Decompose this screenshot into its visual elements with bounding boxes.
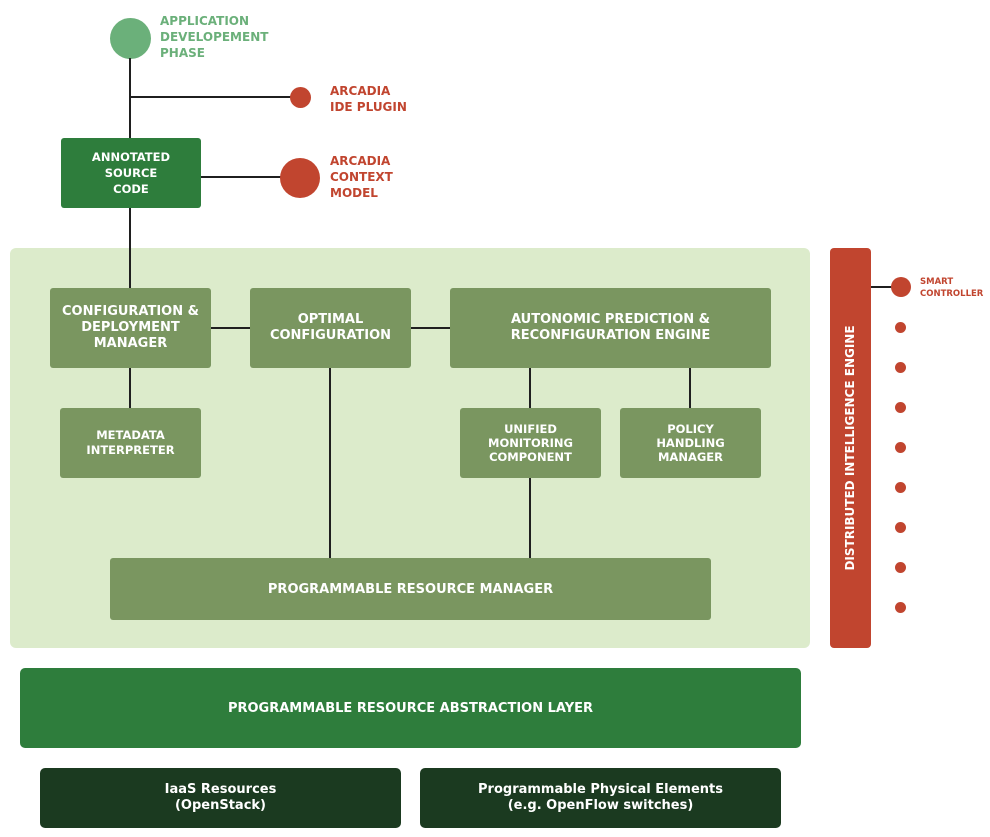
distributed-engine-label: DISTRIBUTED INTELLIGENCE ENGINE [843,325,857,571]
context-model-label: ARCADIA CONTEXT MODEL [330,154,393,200]
connector-optimal-to-autonomic [410,327,450,329]
connector-phase-to-source [129,58,131,140]
iaas-resources-box: IaaS Resources (OpenStack) [40,768,401,828]
connector-config-to-optimal [210,327,250,329]
physical-elements-box: Programmable Physical Elements (e.g. Ope… [420,768,781,828]
connector-autonomic-to-policy [689,367,691,409]
annotated-source-code-label: ANNOTATED SOURCE CODE [91,150,171,196]
connector-to-context-model [201,176,285,178]
unified-monitoring-box: UNIFIED MONITORING COMPONENT [460,408,601,478]
optimal-configuration-label: OPTIMAL CONFIGURATION [269,312,392,343]
distributed-engine-bar [830,248,871,648]
connector-optimal-to-resource-manager [329,367,331,559]
optimal-configuration-box: OPTIMAL CONFIGURATION [250,288,411,368]
controller-dot [895,322,906,333]
smart-controller-dot [891,277,911,297]
autonomic-engine-label: AUTONOMIC PREDICTION & RECONFIGURATION E… [510,312,711,343]
connector-monitoring-to-resource-manager [529,477,531,559]
abstraction-layer-label: PROGRAMMABLE RESOURCE ABSTRACTION LAYER [227,700,594,716]
controller-dot [895,522,906,533]
physical-elements-label: Programmable Physical Elements (e.g. Ope… [478,782,723,813]
metadata-interpreter-box: METADATA INTERPRETER [60,408,201,478]
controller-dot [895,442,906,453]
connector-autonomic-to-monitoring [529,367,531,409]
controller-dot [895,562,906,573]
application-phase-circle [110,18,151,59]
ide-plugin-label: ARCADIA IDE PLUGIN [330,84,407,114]
autonomic-engine-box: AUTONOMIC PREDICTION & RECONFIGURATION E… [450,288,771,368]
ide-plugin-dot [290,87,311,108]
unified-monitoring-label: UNIFIED MONITORING COMPONENT [488,422,573,464]
policy-handling-box: POLICY HANDLING MANAGER [620,408,761,478]
config-deploy-manager-label: CONFIGURATION & DEPLOYMENT MANAGER [62,304,199,351]
controller-dot [895,402,906,413]
policy-handling-label: POLICY HANDLING MANAGER [656,422,725,464]
connector-config-to-metadata [129,367,131,409]
config-deploy-manager-box: CONFIGURATION & DEPLOYMENT MANAGER [50,288,211,368]
context-model-dot [280,158,320,198]
programmable-resource-manager-label: PROGRAMMABLE RESOURCE MANAGER [267,581,554,597]
programmable-resource-manager-box: PROGRAMMABLE RESOURCE MANAGER [110,558,711,620]
smart-controller-label: SMART CONTROLLER [920,277,984,299]
connector-to-smart-controller [871,286,895,288]
abstraction-layer-box: PROGRAMMABLE RESOURCE ABSTRACTION LAYER [20,668,801,748]
application-phase-label: APPLICATION DEVELOPEMENT PHASE [160,14,269,60]
controller-dot [895,482,906,493]
controller-dot [895,602,906,613]
annotated-source-code-box: ANNOTATED SOURCE CODE [61,138,201,208]
iaas-resources-label: IaaS Resources (OpenStack) [164,782,277,813]
connector-source-to-config [129,208,131,290]
controller-dot [895,362,906,373]
metadata-interpreter-label: METADATA INTERPRETER [86,428,175,457]
connector-to-ide-plugin [130,96,295,98]
